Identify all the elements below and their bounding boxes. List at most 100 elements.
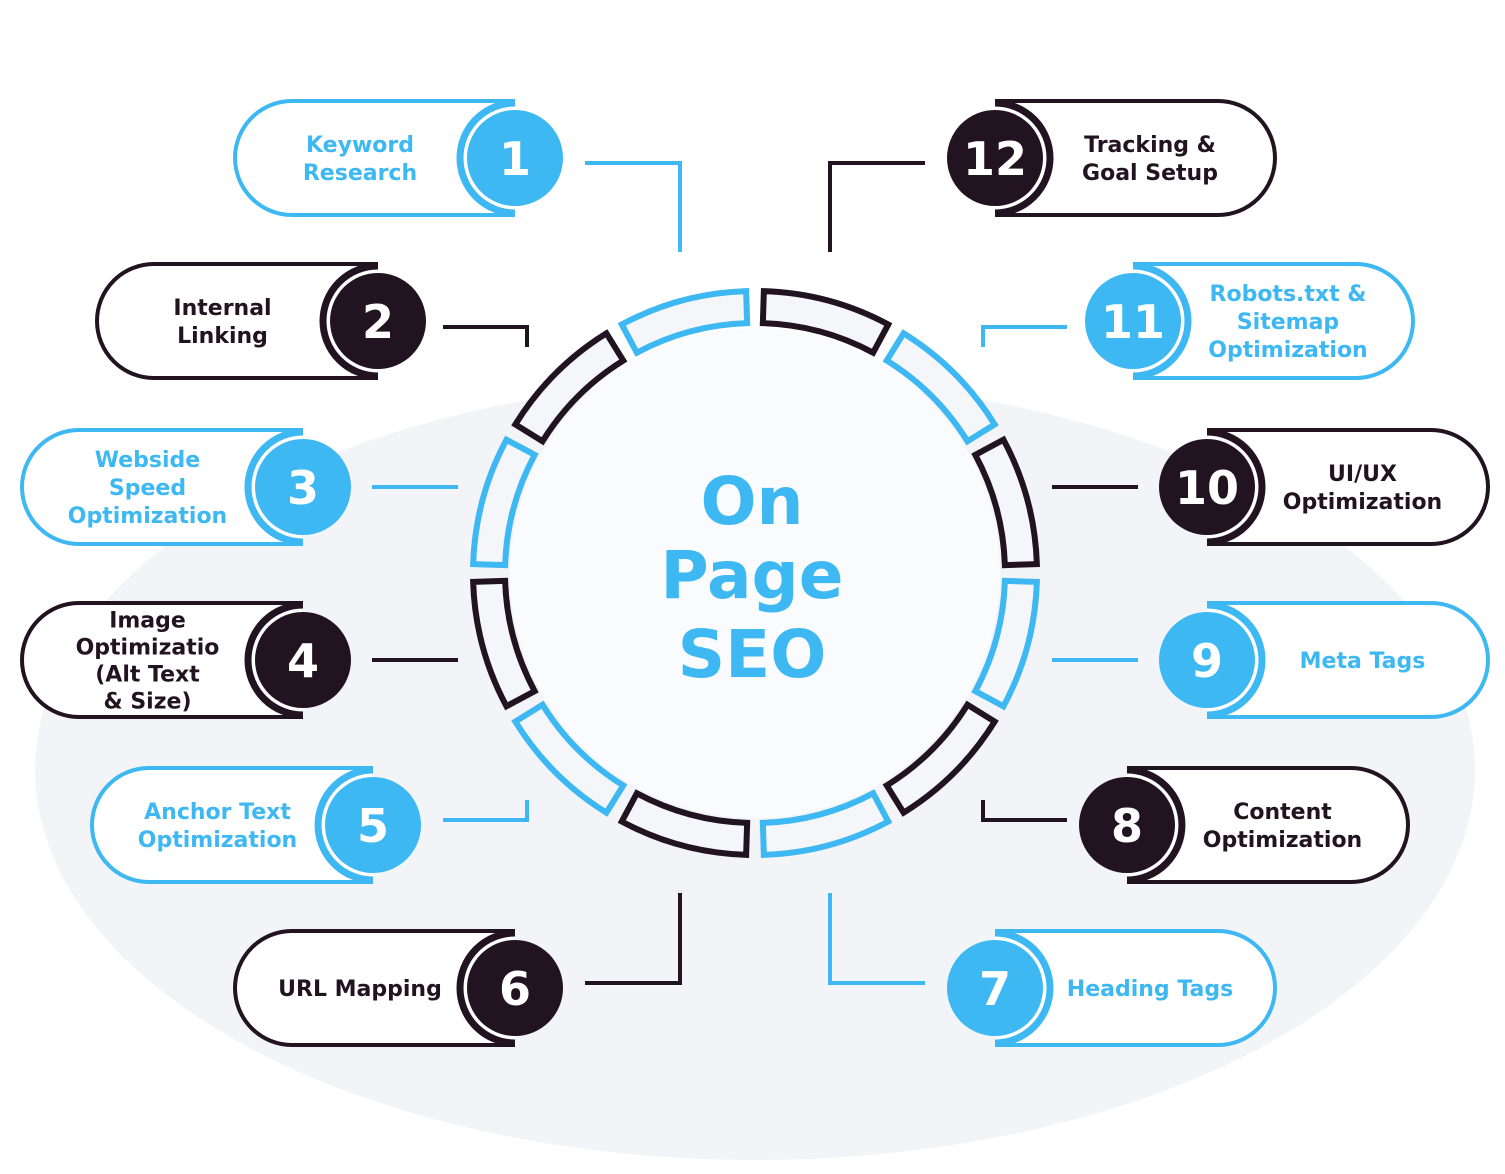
topic-item-7: 7 Heading Tags bbox=[947, 929, 1277, 1047]
pill-outline bbox=[995, 99, 1277, 217]
topic-label-line: Research bbox=[303, 161, 417, 186]
pill-crescent bbox=[456, 99, 516, 217]
topic-label-line: Image bbox=[109, 609, 186, 634]
number-badge bbox=[330, 273, 426, 369]
pill-crescent bbox=[994, 929, 1054, 1047]
pill-crescent bbox=[994, 99, 1054, 217]
topic-label-line: URL Mapping bbox=[278, 977, 442, 1002]
pill-crescent bbox=[1132, 262, 1192, 380]
pill-crescent bbox=[244, 601, 304, 719]
topic-label-line: Keyword bbox=[306, 133, 414, 158]
topic-pills: 1KeywordResearch2InternalLinking3Webside… bbox=[20, 99, 1490, 1047]
pill-outline bbox=[1207, 428, 1490, 546]
number-badge bbox=[1159, 439, 1255, 535]
ring-segment bbox=[971, 577, 1040, 711]
topic-label-line: Linking bbox=[177, 324, 268, 349]
topic-label-line: Optimization bbox=[1203, 828, 1362, 853]
pill-crescent bbox=[1206, 601, 1266, 719]
topic-label-line: UI/UX bbox=[1328, 462, 1397, 487]
ring-segment bbox=[617, 288, 751, 357]
topic-label-line: Anchor Text bbox=[144, 800, 291, 825]
pill-crescent bbox=[1126, 766, 1186, 884]
topic-label-line: Speed bbox=[109, 476, 186, 501]
connector-line bbox=[981, 325, 1067, 347]
pill-outline bbox=[1207, 601, 1490, 719]
topic-label-line: Optimization bbox=[138, 828, 297, 853]
number-badge bbox=[947, 110, 1043, 206]
number-badge bbox=[255, 612, 351, 708]
center-title-line-3: SEO bbox=[678, 616, 827, 693]
topic-label-line: Goal Setup bbox=[1082, 161, 1218, 186]
pill-outline bbox=[1133, 262, 1415, 380]
topic-label-line: Internal bbox=[173, 296, 271, 321]
number-badge bbox=[255, 439, 351, 535]
pill-outline bbox=[20, 601, 303, 719]
topic-label-line: Meta Tags bbox=[1300, 649, 1426, 674]
topic-item-9: 9 Meta Tags bbox=[1159, 601, 1490, 719]
ring-segment bbox=[470, 577, 539, 711]
number-badge bbox=[1159, 612, 1255, 708]
ring-segment bbox=[511, 700, 628, 817]
number-badge bbox=[467, 110, 563, 206]
topic-label-line: Optimization bbox=[68, 504, 227, 529]
ring-inner-fill bbox=[510, 328, 1000, 818]
number-label: 10 bbox=[1175, 461, 1239, 515]
connector-line bbox=[443, 325, 529, 347]
segmented-ring bbox=[470, 288, 1040, 858]
connector-line bbox=[443, 800, 529, 822]
center-title-line-1: On bbox=[700, 463, 803, 540]
connector-line bbox=[828, 161, 925, 252]
topic-item-6: 6 URL Mapping bbox=[233, 929, 563, 1047]
number-label: 9 bbox=[1191, 634, 1223, 688]
ring-segment bbox=[470, 435, 539, 569]
ring-segment bbox=[882, 700, 999, 817]
number-label: 1 bbox=[499, 132, 531, 186]
pill-crescent bbox=[244, 428, 304, 546]
topic-label-line: Heading Tags bbox=[1067, 977, 1233, 1002]
pill-crescent bbox=[456, 929, 516, 1047]
number-label: 12 bbox=[963, 132, 1027, 186]
center-title-line-2: Page bbox=[660, 537, 843, 614]
pill-crescent bbox=[1206, 428, 1266, 546]
topic-label-line: Content bbox=[1233, 800, 1332, 825]
connector-line bbox=[585, 893, 682, 985]
number-label: 7 bbox=[979, 962, 1011, 1016]
number-label: 2 bbox=[362, 295, 394, 349]
ring-segment bbox=[971, 435, 1040, 569]
connector-line bbox=[585, 161, 682, 252]
number-badge bbox=[947, 940, 1043, 1036]
number-label: 5 bbox=[357, 799, 389, 853]
pill-outline bbox=[90, 766, 373, 884]
number-badge bbox=[1085, 273, 1181, 369]
pill-outline bbox=[233, 99, 515, 217]
number-label: 4 bbox=[287, 634, 319, 688]
pill-crescent bbox=[314, 766, 374, 884]
topic-label-line: Optimizatio bbox=[76, 636, 220, 661]
pill-outline bbox=[1127, 766, 1410, 884]
pill-outline bbox=[95, 262, 378, 380]
number-badge bbox=[1079, 777, 1175, 873]
topic-label-line: Robots.txt & bbox=[1210, 282, 1367, 307]
connectors bbox=[372, 161, 1138, 985]
number-label: 6 bbox=[499, 962, 531, 1016]
pill-outline bbox=[233, 929, 515, 1047]
ring-segment bbox=[759, 288, 893, 357]
number-badge bbox=[325, 777, 421, 873]
pill-outline bbox=[995, 929, 1277, 1047]
topic-label-line: & Size) bbox=[103, 690, 191, 715]
number-label: 11 bbox=[1101, 295, 1165, 349]
topic-label-line: Sitemap bbox=[1237, 310, 1339, 335]
topic-label-line: Optimization bbox=[1208, 338, 1367, 363]
ring-segment bbox=[759, 789, 893, 858]
topic-label-line: (Alt Text bbox=[95, 663, 200, 688]
ring-segment bbox=[511, 329, 628, 446]
ring-segment bbox=[617, 789, 751, 858]
